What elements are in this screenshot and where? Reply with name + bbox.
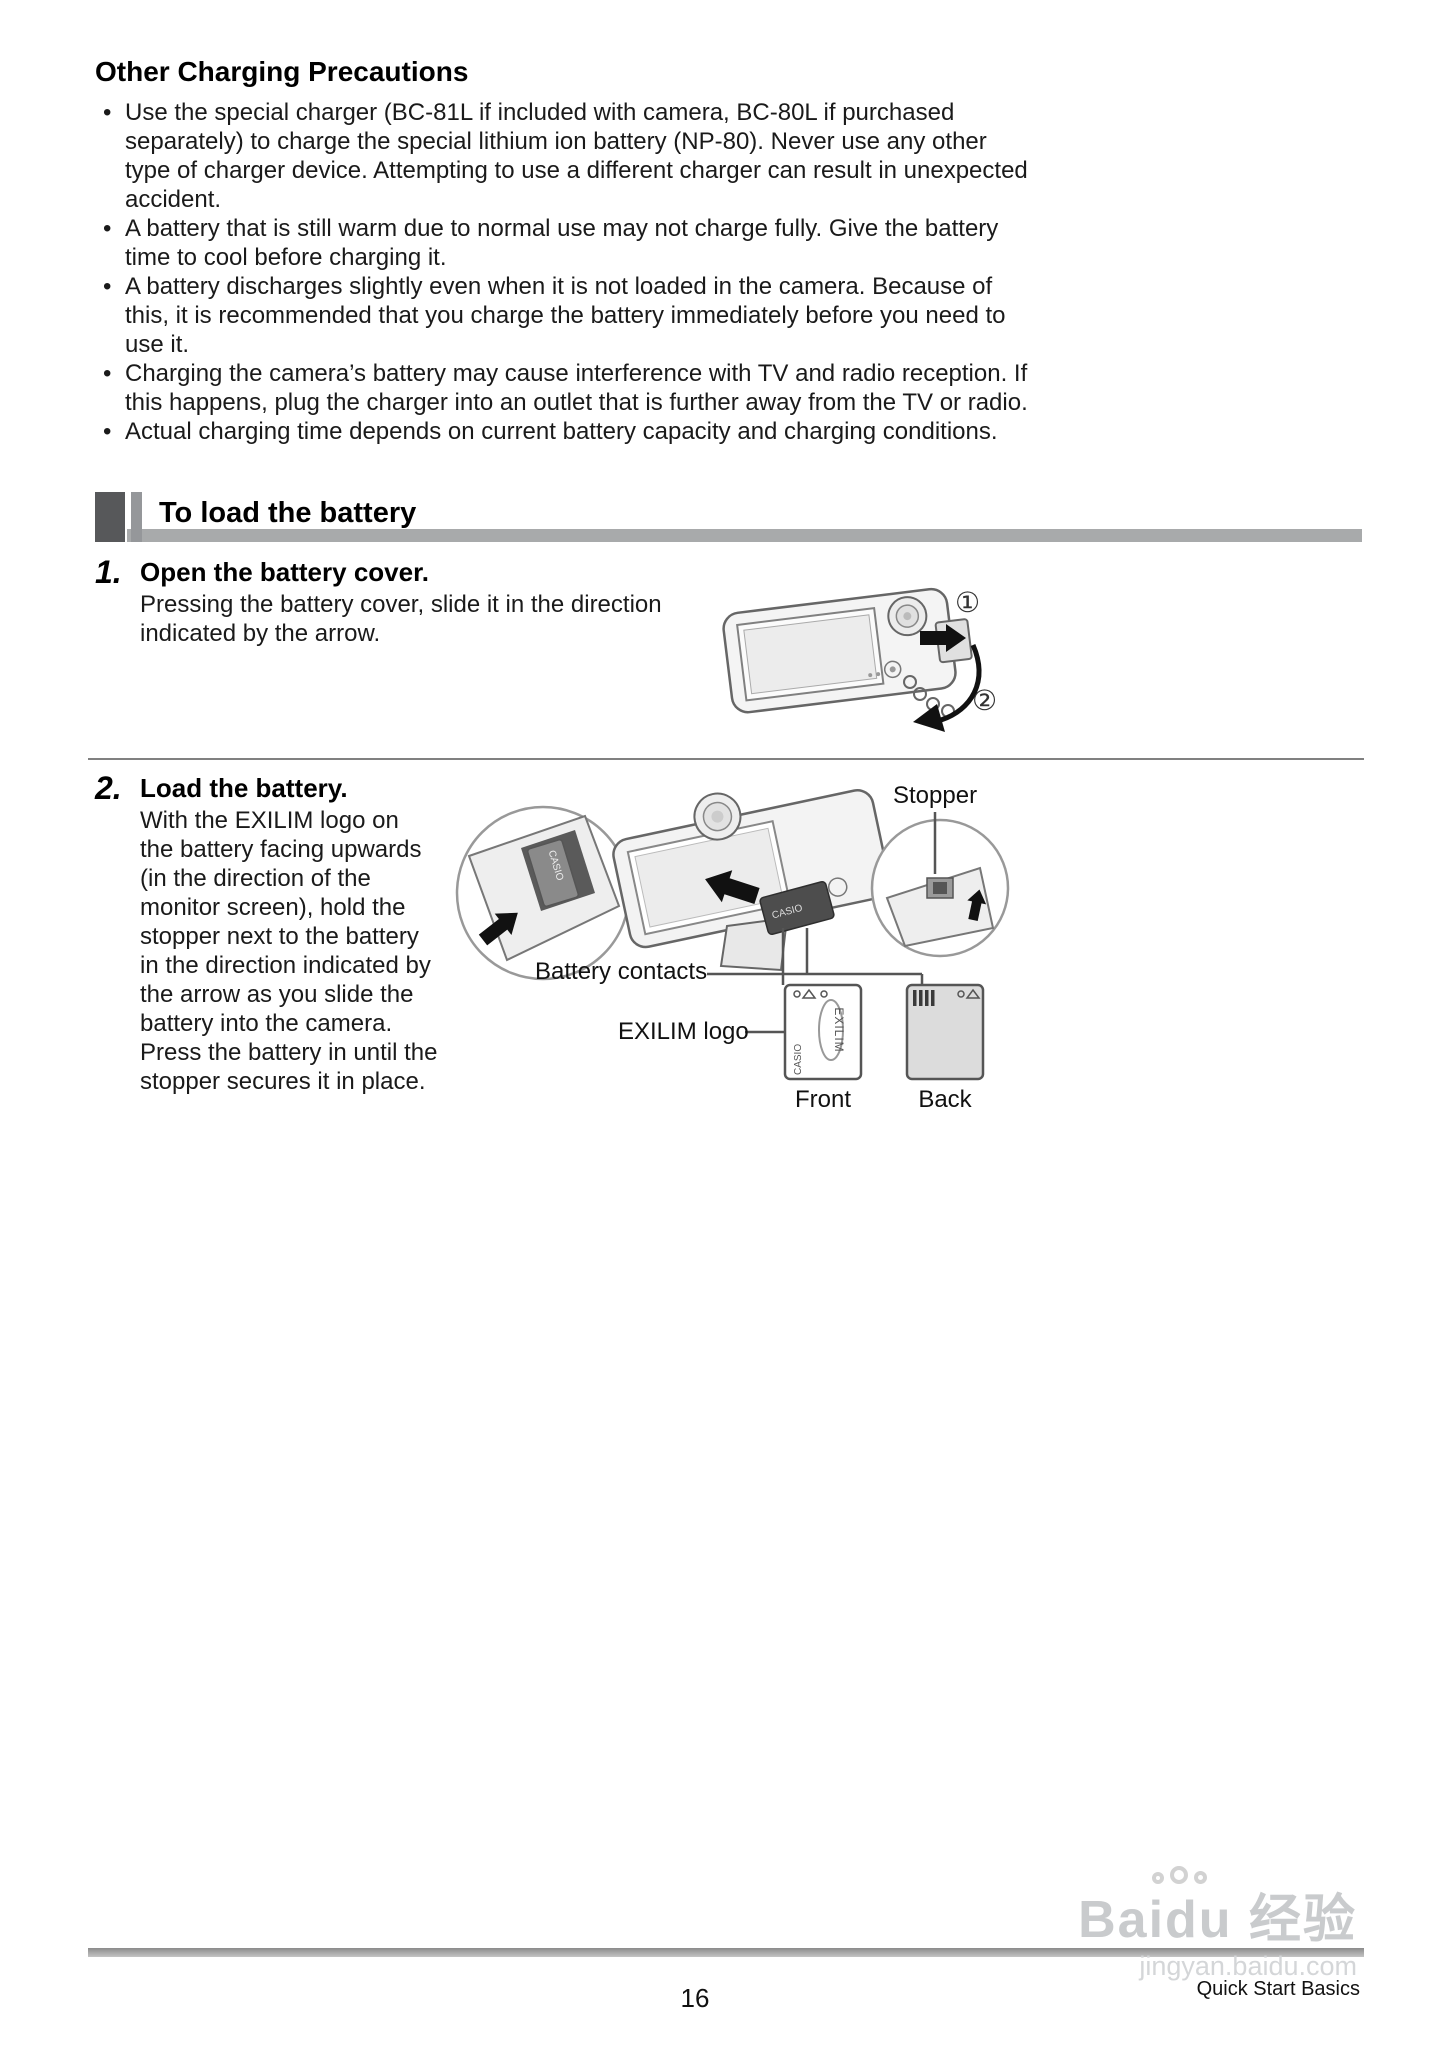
precautions-list: Use the special charger (BC-81L if inclu… — [95, 98, 1030, 446]
callout-2: ② — [972, 685, 997, 716]
section-header-bar — [127, 529, 1362, 542]
step-1-number: 1. — [95, 554, 122, 590]
callout-1: ① — [955, 587, 980, 618]
figure-load-battery: CASIO CASIO — [435, 778, 1335, 1128]
watermark: Baidu 经验 jingyan.baidu.com — [1078, 1866, 1357, 1982]
camera-illustration: ① ② — [722, 587, 997, 732]
step-1-body: Pressing the battery cover, slide it in … — [140, 591, 662, 647]
insert-arrow — [478, 912, 518, 946]
step-2-body: With the EXILIM logo on the battery faci… — [140, 807, 438, 1095]
list-item: Use the special charger (BC-81L if inclu… — [95, 98, 1030, 214]
label-battery-contacts: Battery contacts — [535, 958, 708, 985]
battery-back-diagram — [905, 983, 985, 1081]
watermark-doodle — [1078, 1866, 1207, 1892]
page-number: 16 — [680, 1983, 710, 2013]
divider — [88, 758, 1364, 760]
stopper-arrow — [967, 889, 987, 921]
list-item: Actual charging time depends on current … — [95, 417, 1030, 446]
label-exilim-logo: EXILIM logo — [618, 1018, 749, 1045]
battery-front-diagram: EXILIM CASIO — [783, 983, 863, 1081]
slide-arrow — [920, 624, 966, 652]
precautions-title: Other Charging Precautions — [95, 56, 469, 87]
casio-logo-text: CASIO — [793, 1044, 804, 1075]
load-direction-arrow — [705, 870, 760, 904]
watermark-brand: Baidu 经验 — [1078, 1891, 1357, 1949]
section-header-square — [95, 492, 125, 542]
exilim-logo-text: EXILIM — [832, 1007, 846, 1052]
list-item: Charging the camera’s battery may cause … — [95, 359, 1030, 417]
label-back: Back — [918, 1086, 972, 1113]
list-item: A battery discharges slightly even when … — [95, 272, 1030, 359]
battery-loading-illustration: CASIO CASIO — [455, 789, 1010, 1081]
footer-section-label: Quick Start Basics — [1196, 1978, 1360, 2000]
step-1-title: Open the battery cover. — [140, 557, 429, 587]
section-header-strip — [131, 492, 142, 542]
step-2-title: Load the battery. — [140, 773, 348, 803]
open-arrow — [940, 644, 982, 723]
label-front: Front — [794, 1086, 851, 1113]
watermark-url: jingyan.baidu.com — [1139, 1951, 1357, 1982]
step-2-number: 2. — [95, 770, 122, 806]
precautions-section: Other Charging Precautions Use the speci… — [95, 56, 1030, 446]
label-stopper: Stopper — [893, 782, 978, 809]
footer-bar — [88, 1948, 1364, 1957]
list-item: A battery that is still warm due to norm… — [95, 214, 1030, 272]
figure-open-battery-cover: ① ② — [715, 570, 1085, 745]
section-title: To load the battery — [159, 497, 417, 529]
section-header: To load the battery — [95, 492, 1362, 542]
